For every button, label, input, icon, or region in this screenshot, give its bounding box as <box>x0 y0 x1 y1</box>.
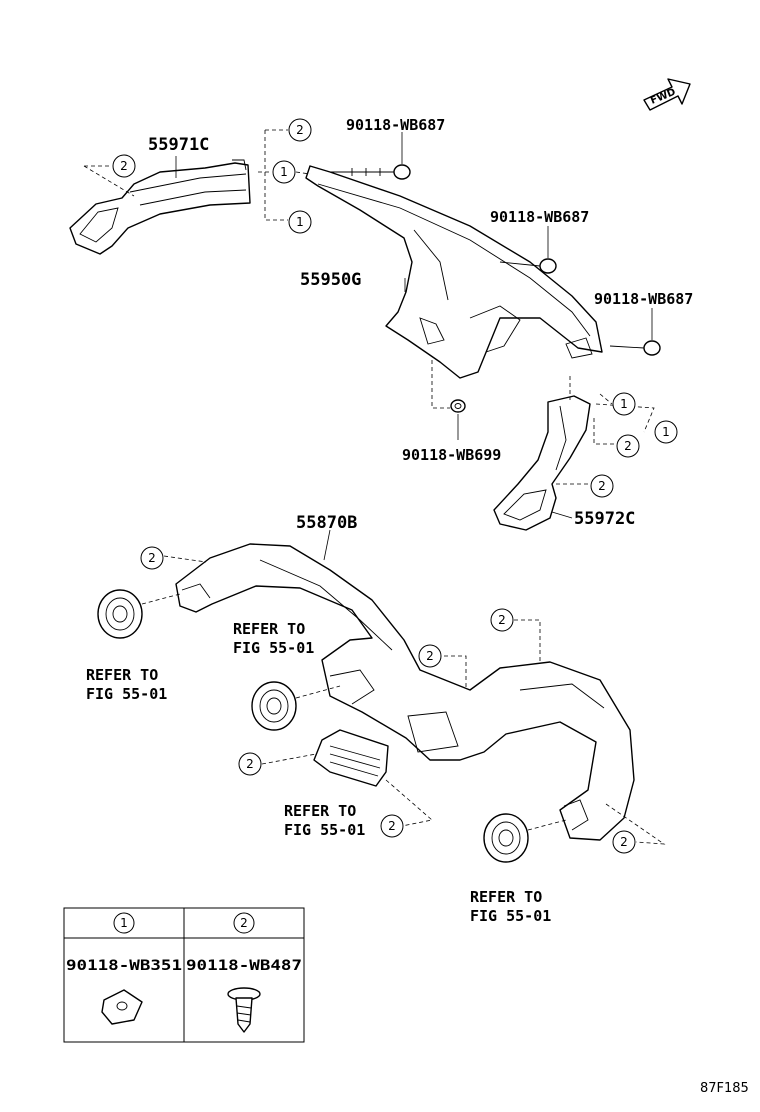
callout-2-lower-right-top: 2 <box>490 608 514 632</box>
fastener-label-screw-b: 90118-WB687 <box>490 208 589 226</box>
duct-right-drawing <box>493 395 591 531</box>
legend-col2-code: 90118-WB487 <box>186 958 302 974</box>
svg-text:1: 1 <box>620 397 628 411</box>
part-label-duct-center: 55950G <box>300 270 361 290</box>
reference-note-2-line1: REFER TO <box>86 666 158 684</box>
callout-2-right-b: 2 <box>590 474 614 498</box>
vent-ring-left <box>97 589 143 639</box>
svg-text:2: 2 <box>598 479 606 493</box>
screw-icon-b <box>499 258 557 274</box>
callout-2-right-a: 2 <box>616 434 640 458</box>
svg-text:2: 2 <box>246 757 254 771</box>
legend-col2-number: 2 <box>240 916 248 930</box>
vent-ring-right <box>483 813 529 863</box>
duct-lower-drawing <box>175 543 635 841</box>
screw-icon-a <box>330 164 411 180</box>
clip-nut-icon <box>101 989 143 1025</box>
reference-note-2-line2: FIG 55-01 <box>86 685 167 703</box>
callout-2-lower-mid: 2 <box>418 644 442 668</box>
callout-2-upper: 2 <box>288 118 312 142</box>
leader-lines <box>83 129 666 845</box>
svg-text:2: 2 <box>498 613 506 627</box>
part-label-duct-lower: 55870B <box>296 513 357 533</box>
callout-1-upper: 1 <box>272 160 296 184</box>
fastener-label-screw-c: 90118-WB687 <box>594 290 693 308</box>
reference-note-1-line2: FIG 55-01 <box>233 639 314 657</box>
clip-screw-icon <box>227 987 261 1033</box>
vent-ring-middle <box>251 681 297 731</box>
duct-center-drawing <box>305 165 603 379</box>
svg-text:2: 2 <box>426 649 434 663</box>
callout-2-lower-left: 2 <box>140 546 164 570</box>
fwd-arrow-icon: FWD <box>643 78 691 111</box>
svg-text:1: 1 <box>280 165 288 179</box>
svg-text:2: 2 <box>388 819 396 833</box>
part-label-duct-left: 55971C <box>148 135 209 155</box>
reference-note-3-line1: REFER TO <box>284 802 356 820</box>
svg-text:1: 1 <box>662 425 670 439</box>
fastener-label-screw-a: 90118-WB687 <box>346 116 445 134</box>
legend-col1-number: 1 <box>120 916 128 930</box>
legend-col1-code: 90118-WB351 <box>66 958 182 974</box>
svg-text:2: 2 <box>620 835 628 849</box>
duct-left-drawing <box>69 159 251 255</box>
svg-text:2: 2 <box>148 551 156 565</box>
vent-grille-center <box>313 729 389 787</box>
reference-note-3-line2: FIG 55-01 <box>284 821 365 839</box>
reference-note-4-line2: FIG 55-01 <box>470 907 551 925</box>
callout-2-lower-grille: 2 <box>238 752 262 776</box>
reference-note-1-line1: REFER TO <box>233 620 305 638</box>
callout-1-right-b: 1 <box>654 420 678 444</box>
callout-2-lower-right: 2 <box>612 830 636 854</box>
svg-text:1: 1 <box>296 215 304 229</box>
callout-1-lower: 1 <box>288 210 312 234</box>
fastener-label-nut: 90118-WB699 <box>402 446 501 464</box>
svg-text:2: 2 <box>296 123 304 137</box>
svg-text:2: 2 <box>624 439 632 453</box>
drawing-id: 87F185 <box>700 1081 749 1096</box>
part-label-duct-right: 55972C <box>574 509 635 529</box>
reference-note-4-line1: REFER TO <box>470 888 542 906</box>
callout-2-lower-center: 2 <box>380 814 404 838</box>
callout-1-right-a: 1 <box>612 392 636 416</box>
screw-icon-c <box>609 340 661 356</box>
nut-icon <box>450 399 466 413</box>
fastener-legend-table: 1 2 90118-WB351 90118-WB487 <box>63 907 305 1043</box>
callout-2-left-duct: 2 <box>112 154 136 178</box>
svg-text:2: 2 <box>120 159 128 173</box>
